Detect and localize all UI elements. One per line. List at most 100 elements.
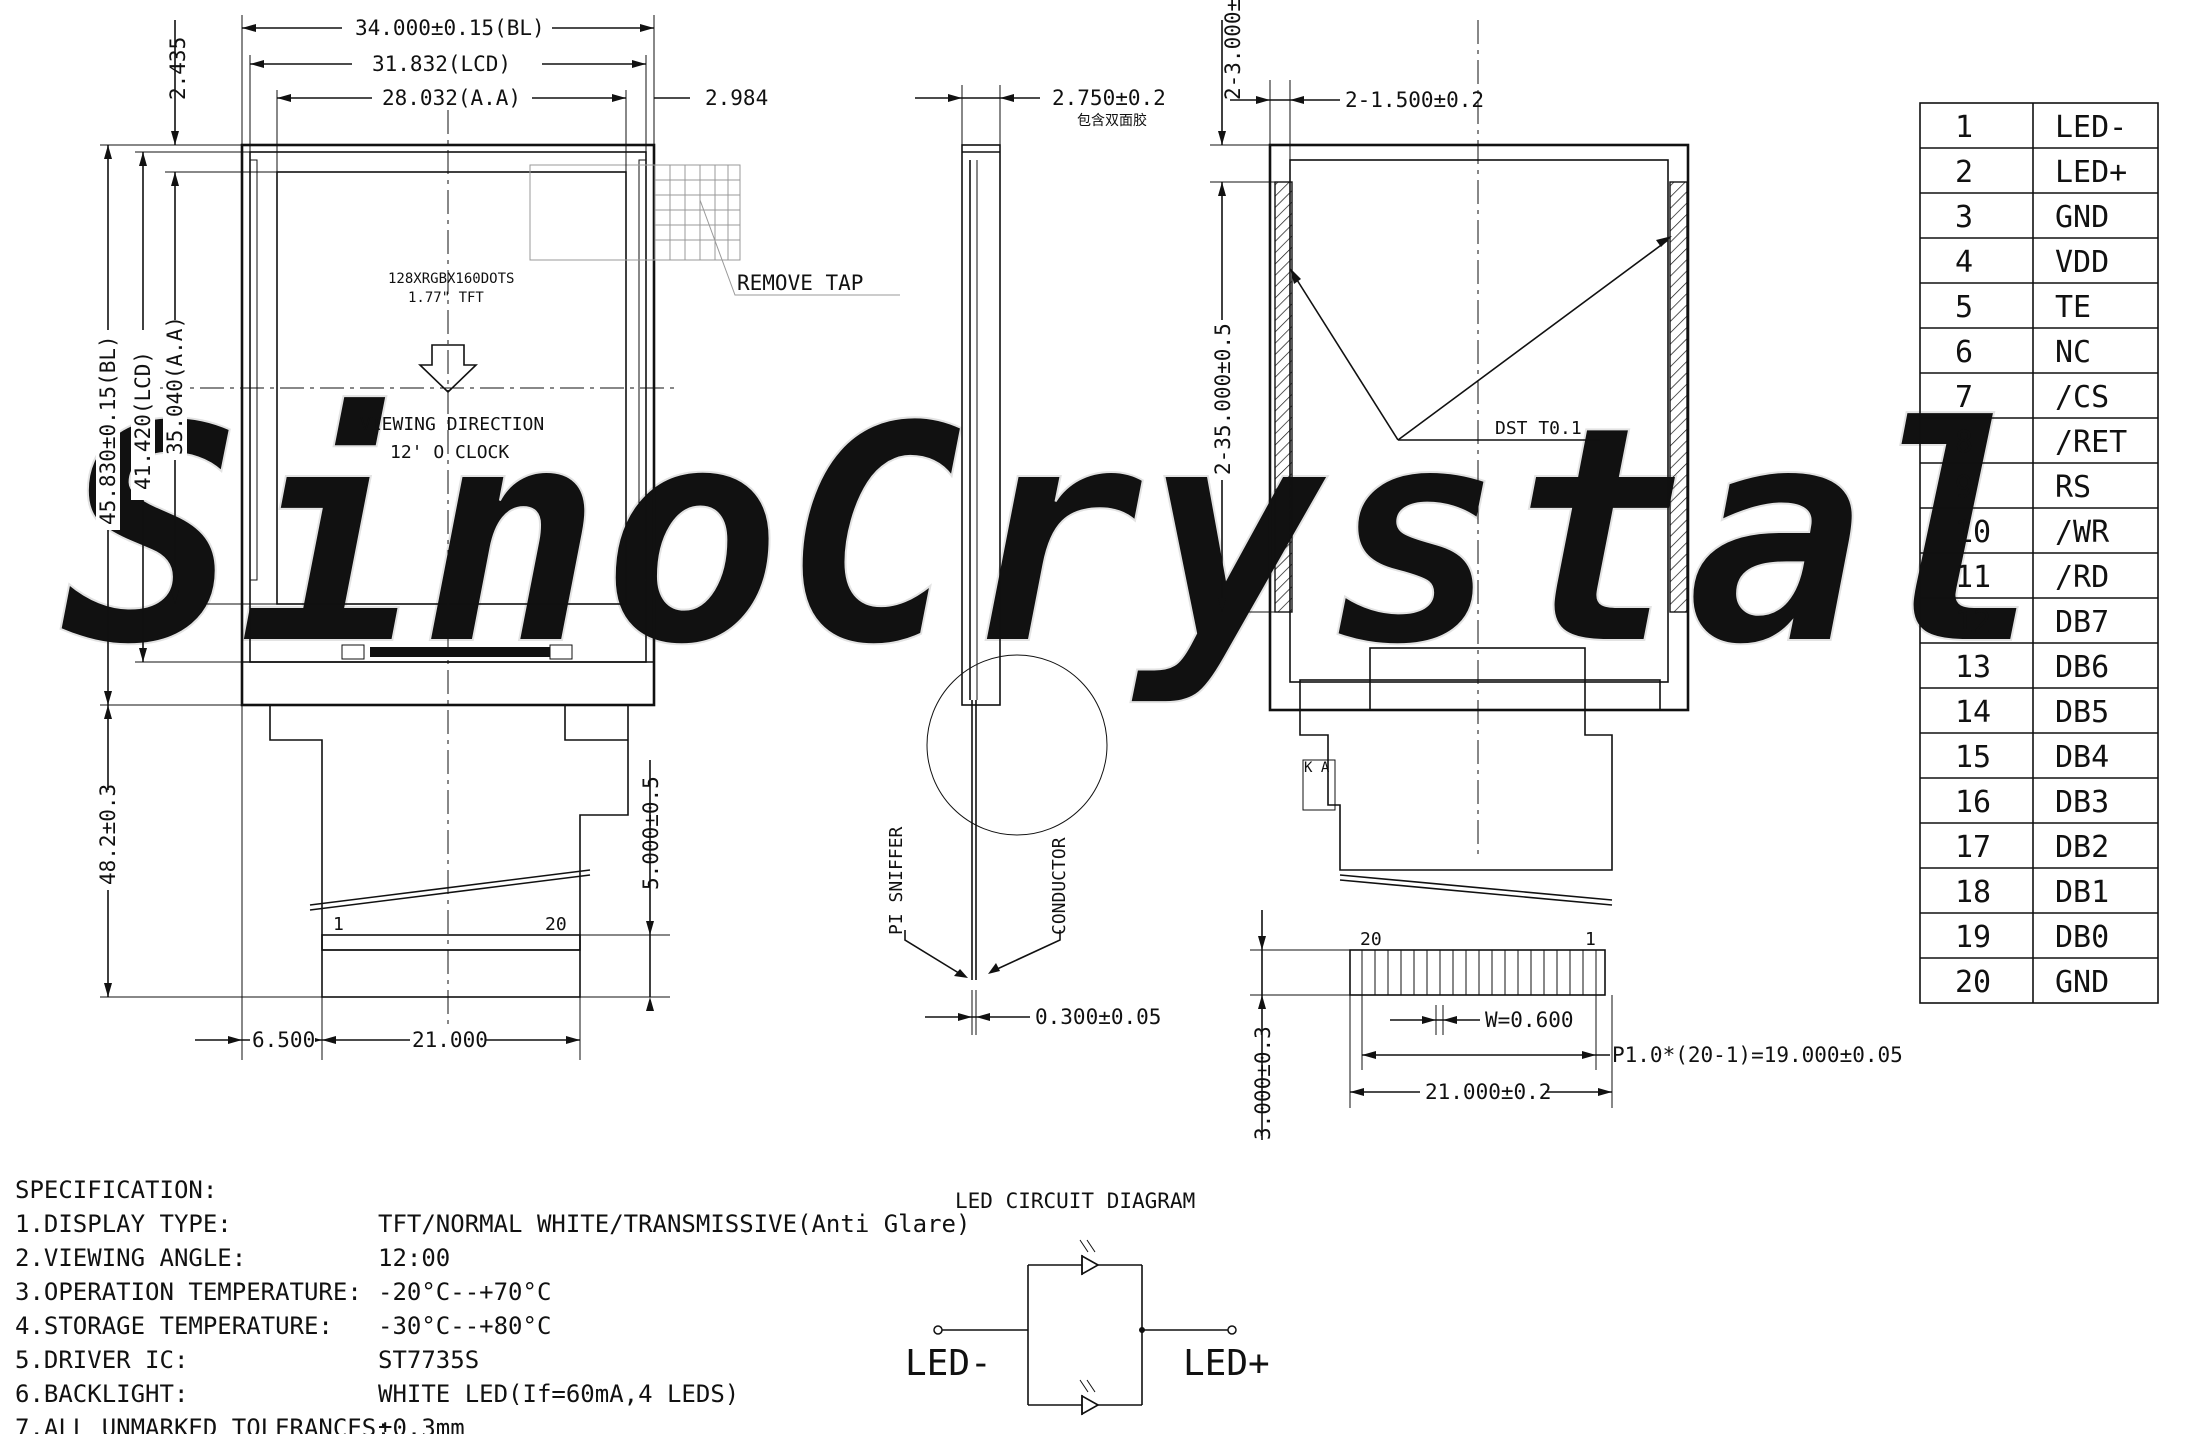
pin-signal-name: DB7 <box>2055 605 2109 640</box>
pin-signal-name: DB4 <box>2055 740 2109 775</box>
spec-value: TFT/NORMAL WHITE/TRANSMISSIVE(Anti Glare… <box>378 1210 970 1238</box>
front-dimensions: 34.000±0.15(BL) 31.832(LCD) 28.032(A.A) … <box>96 15 768 1060</box>
spec-label: 5.DRIVER IC: <box>15 1346 188 1374</box>
side-view: 2.750±0.2 包含双面胶 PI SNIFFER CONDUCTOR 0.3… <box>886 85 1166 1035</box>
dim-back-fpc-width: 21.000±0.2 <box>1425 1080 1551 1104</box>
pin-signal-name: DB3 <box>2055 785 2109 820</box>
active-area <box>276 171 627 605</box>
pin-signal-name: TE <box>2055 290 2091 325</box>
pin-number: 1 <box>1955 110 1973 145</box>
pin-number: 3 <box>1955 200 1973 235</box>
pi-sniffer-label: PI SNIFFER <box>886 826 907 935</box>
dim-pitch: P1.0*(20-1)=19.000±0.05 <box>1612 1043 1903 1067</box>
pin-signal-name: DB6 <box>2055 650 2109 685</box>
spec-value: WHITE LED(If=60mA,4 LEDS) <box>378 1380 739 1408</box>
spec-label: 7.ALL UNMARKED TOLERANCES: <box>15 1414 391 1434</box>
dim-side-thickness: 2.750±0.2 <box>1052 86 1166 110</box>
detail-circle <box>926 654 1108 836</box>
size-label: 1.77" TFT <box>408 290 484 306</box>
pin-signal-name: DB5 <box>2055 695 2109 730</box>
front-pin-last: 20 <box>545 914 567 935</box>
led-circuit-title: LED CIRCUIT DIAGRAM <box>955 1189 1195 1213</box>
pin-signal-name: GND <box>2055 200 2109 235</box>
fpc-connector <box>370 647 550 657</box>
remove-tape-grid <box>529 164 900 296</box>
specification-block: SPECIFICATION: 1.DISPLAY TYPE:TFT/NORMAL… <box>15 1176 970 1434</box>
pin-signal-name: LED+ <box>2055 155 2127 190</box>
pin-signal-name: VDD <box>2055 245 2109 280</box>
pin-signal-name: GND <box>2055 965 2109 1000</box>
pin-signal-name: /CS <box>2055 380 2109 415</box>
pin-number: 7 <box>1955 380 1973 415</box>
dim-lcd-height: 41.420(LCD) <box>131 351 155 490</box>
back-pin-last: 20 <box>1360 929 1382 950</box>
pin-signal-name: RS <box>2055 470 2091 505</box>
pin-signal-name: NC <box>2055 335 2091 370</box>
tape-strip-right <box>1669 181 1688 613</box>
remove-tape-label: REMOVE TAP <box>737 271 863 295</box>
pin-number: 9 <box>1955 470 1973 505</box>
pin-signal-name: LED- <box>2055 110 2127 145</box>
spec-value: ST7735S <box>378 1346 479 1374</box>
dim-slot-width: 2-1.500±0.2 <box>1345 88 1484 112</box>
spec-label: 6.BACKLIGHT: <box>15 1380 188 1408</box>
dim-pin-width: W=0.600 <box>1485 1008 1574 1032</box>
resolution-label: 128XRGBX160DOTS <box>388 271 514 287</box>
back-pin-first: 1 <box>1585 929 1596 950</box>
pin-signal-name: /RET <box>2055 425 2127 460</box>
dim-bl-height: 45.830±0.15(BL) <box>96 335 120 525</box>
spec-label: 4.STORAGE TEMPERATURE: <box>15 1312 333 1340</box>
spec-label: 3.OPERATION TEMPERATURE: <box>15 1278 362 1306</box>
dim-aa-height: 35.040(A.A) <box>163 316 187 455</box>
led-pad-label: K A <box>1304 760 1330 776</box>
pin-number: 12 <box>1955 605 1991 640</box>
pin-number: 10 <box>1955 515 1991 550</box>
pin-number: 16 <box>1955 785 1991 820</box>
diode-top-icon <box>1081 1254 1100 1276</box>
pin-number: 19 <box>1955 920 1991 955</box>
spec-label: 1.DISPLAY TYPE: <box>15 1210 232 1238</box>
thickness-note: 包含双面胶 <box>1077 112 1147 129</box>
led-plus-label: LED+ <box>1183 1343 1270 1384</box>
pin-number: 8 <box>1955 425 1973 460</box>
front-pin-first: 1 <box>333 914 344 935</box>
dim-top-offset: 2.435 <box>166 37 190 100</box>
led-circuit: LED CIRCUIT DIAGRAM LED- LED+ <box>905 1189 1270 1416</box>
pin-number: 15 <box>1955 740 1991 775</box>
fpc-outline <box>269 705 629 951</box>
back-view: DST T0.1 K A 20 1 2-1.500±0.2 <box>1210 0 1903 1140</box>
dim-top-note: 2-3.000± <box>1221 0 1245 100</box>
dim-aa-width: 28.032(A.A) <box>382 86 521 110</box>
clock-label: 12' O CLOCK <box>390 442 509 463</box>
dim-total-height: 48.2±0.3 <box>96 784 120 885</box>
spec-label: 2.VIEWING ANGLE: <box>15 1244 246 1272</box>
front-view: REMOVE TAP 128XRGBX160DOTS 1.77" TFT VIE… <box>96 15 900 1060</box>
conductor-label: CONDUCTOR <box>1049 837 1070 935</box>
fpc-fingers <box>321 934 581 998</box>
pin-number: 13 <box>1955 650 1991 685</box>
pin-number: 6 <box>1955 335 1973 370</box>
dim-fpc-tail: 5.000±0.5 <box>639 776 663 890</box>
pin-signal-name: DB0 <box>2055 920 2109 955</box>
tape-strip-left <box>1274 181 1293 613</box>
diode-bottom-icon <box>1081 1394 1100 1416</box>
pin-number: 18 <box>1955 875 1991 910</box>
dim-right-offset: 2.984 <box>705 86 768 110</box>
spec-value: ±0.3mm <box>378 1414 465 1434</box>
led-minus-label: LED- <box>905 1343 992 1384</box>
led-pad-area <box>1302 759 1336 811</box>
pin-signal-name: DB1 <box>2055 875 2109 910</box>
side-module-outline <box>961 144 1001 706</box>
dim-fpc-width: 21.000 <box>412 1028 488 1052</box>
dim-fpc-offset: 6.500 <box>252 1028 315 1052</box>
dst-tape-label: DST T0.1 <box>1495 418 1582 439</box>
back-fpc-outline <box>1299 710 1613 871</box>
pin-number: 4 <box>1955 245 1973 280</box>
pin-number: 11 <box>1955 560 1991 595</box>
dim-bl-width: 34.000±0.15(BL) <box>355 16 545 40</box>
spec-value: -30°C--+80°C <box>378 1312 551 1340</box>
pin-number: 14 <box>1955 695 1991 730</box>
dim-lcd-width: 31.832(LCD) <box>372 52 511 76</box>
